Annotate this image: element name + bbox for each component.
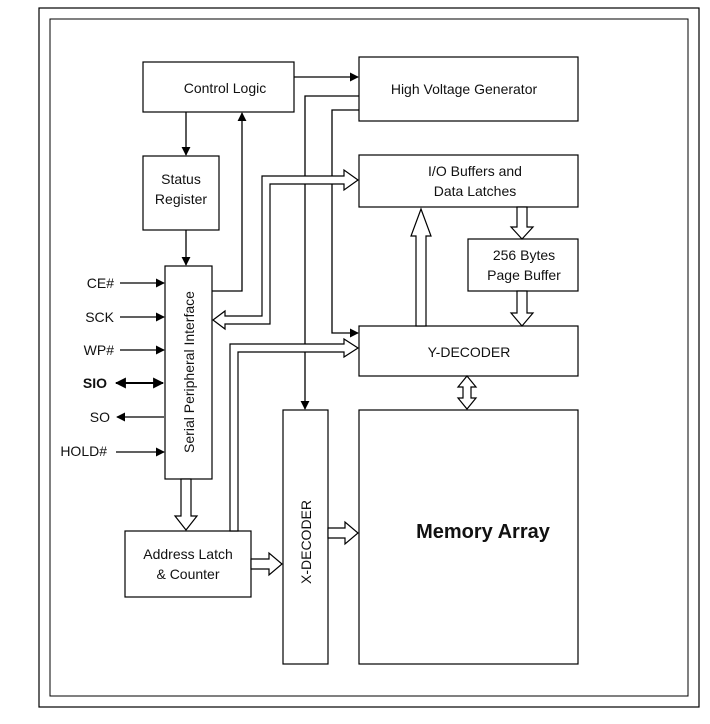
serial-peripheral-interface-block: Serial Peripheral Interface <box>164 265 213 480</box>
memory-array-block: Memory Array <box>358 409 579 665</box>
page-buffer-label-line2: Page Buffer <box>487 267 561 283</box>
address-to-ydecoder-bus-arrow <box>229 337 360 532</box>
memory-array-label: Memory Array <box>416 521 551 543</box>
y-decoder-block: Y-DECODER <box>358 325 579 377</box>
address-latch-label-line2: & Counter <box>156 566 219 582</box>
ydecoder-memory-bus-arrow <box>456 375 478 410</box>
hvg-to-xdecoder-arrow <box>300 95 359 410</box>
y-decoder-label: Y-DECODER <box>428 344 511 360</box>
io-buffers-block: I/O Buffers and Data Latches <box>358 154 579 208</box>
outer-frame <box>38 7 700 708</box>
high-voltage-generator-block: High Voltage Generator <box>358 56 579 122</box>
control-logic-block: Control Logic <box>142 61 295 113</box>
address-latch-block: Address Latch & Counter <box>124 530 252 598</box>
status-register-label-line1: Status <box>161 171 201 187</box>
page-buffer-block: 256 Bytes Page Buffer <box>467 238 579 292</box>
pin-sio-label: SIO <box>83 375 107 391</box>
pin-ce-label: CE# <box>87 275 114 291</box>
hvg-to-ydecoder-arrow <box>331 109 359 338</box>
pin-so-label: SO <box>90 409 110 425</box>
pin-hold-label: HOLD# <box>60 443 107 459</box>
io-buffers-label-line2: Data Latches <box>434 183 517 199</box>
high-voltage-generator-label: High Voltage Generator <box>391 81 538 97</box>
pin-sck-label: SCK <box>85 309 114 325</box>
status-register-block: Status Register <box>142 155 220 231</box>
spi-io-buffers-bus-arrow <box>212 168 360 331</box>
xdecoder-to-memory-bus-arrow <box>327 520 359 546</box>
status-register-label-line2: Register <box>155 191 207 207</box>
spi-to-control-arrow <box>212 112 247 292</box>
io-buffers-label-line1: I/O Buffers and <box>428 163 522 179</box>
address-latch-label-line1: Address Latch <box>143 546 233 562</box>
serial-peripheral-interface-label: Serial Peripheral Interface <box>181 291 197 453</box>
x-decoder-label: X-DECODER <box>298 500 314 584</box>
spi-to-address-bus-arrow <box>173 478 199 531</box>
io-to-page-buffer-bus-arrow <box>509 206 535 240</box>
ydecoder-to-io-bus-arrow <box>410 207 432 327</box>
pin-wp-label: WP# <box>84 342 115 358</box>
inner-frame <box>49 18 689 697</box>
x-decoder-block: X-DECODER <box>282 409 329 665</box>
address-to-xdecoder-bus-arrow <box>250 551 283 577</box>
control-logic-label: Control Logic <box>184 80 267 96</box>
page-buffer-label-line1: 256 Bytes <box>493 247 555 263</box>
page-buffer-to-ydecoder-bus-arrow <box>509 290 535 327</box>
